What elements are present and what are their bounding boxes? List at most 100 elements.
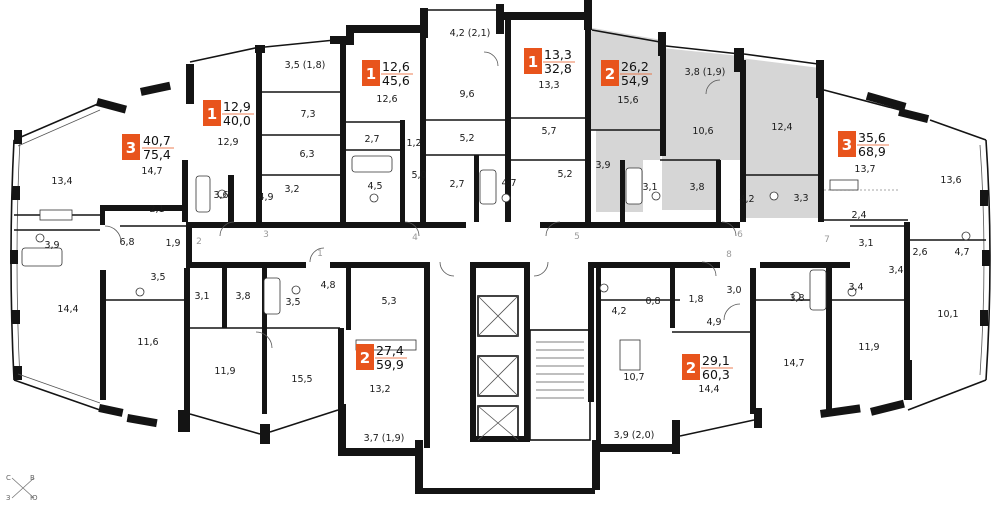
badge-square: [601, 60, 619, 86]
room-area: 3,7 (1,9): [364, 433, 405, 444]
entrance-number: 7: [824, 235, 830, 245]
compass-icon: С В З Ю: [6, 474, 38, 502]
badge-area-living: 26,2: [621, 59, 649, 74]
badge-area-total: 59,9: [376, 357, 404, 372]
room-area: 3,3: [793, 193, 808, 204]
room-area: 3,5: [150, 272, 165, 283]
building-core: [470, 262, 594, 442]
room-area-labels: 13,4 14,7 2,1 6,8 1,9 3,9 14,4 3,5 (1,8)…: [44, 28, 969, 444]
entrance-numbers: 1 2 3 4 5 6 7 8: [196, 230, 830, 260]
apartment-badge-2-rooms-south-east[interactable]: 2 29,1 60,3: [682, 353, 733, 382]
room-area: 3,1: [858, 238, 873, 249]
room-area: 6,8: [119, 237, 134, 248]
apartment-badge-2-rooms-sold[interactable]: 2 26,2 54,9: [601, 59, 652, 88]
apartment-badge-3-rooms-east[interactable]: 3 35,6 68,9: [838, 130, 889, 159]
room-area: 11,6: [137, 337, 158, 348]
room-area: 3,9 (2,0): [614, 430, 655, 441]
badge-square: [362, 60, 380, 86]
badge-square: [682, 354, 700, 380]
entrance-number: 3: [263, 230, 269, 240]
room-area: 7,3: [300, 109, 315, 120]
room-area: 13,3: [538, 80, 559, 91]
room-area: 14,7: [783, 358, 804, 369]
compass-east: В: [30, 474, 35, 482]
room-area: 13,4: [51, 176, 72, 187]
room-area: 2,1: [149, 204, 164, 215]
entrance-number: 5: [574, 232, 580, 242]
room-area: 3,5 (1,8): [285, 60, 326, 71]
badge-square: [356, 344, 374, 370]
apartment-badge-1-room-b[interactable]: 1 12,6 45,6: [362, 59, 413, 88]
badge-area-total: 40,0: [223, 113, 251, 128]
badge-room-count: 2: [686, 359, 696, 377]
badge-area-living: 35,6: [858, 130, 886, 145]
room-area: 14,4: [698, 384, 719, 395]
room-area: 14,4: [57, 304, 78, 315]
room-area: 10,1: [937, 309, 958, 320]
badge-area-living: 40,7: [143, 133, 171, 148]
room-area: 12,9: [217, 137, 238, 148]
room-area: 1,9: [165, 238, 180, 249]
room-area: 3,8: [235, 291, 250, 302]
room-area: 3,1: [642, 182, 657, 193]
room-area: 5,2: [459, 133, 474, 144]
badge-room-count: 1: [366, 65, 376, 83]
room-area: 3,8 (1,9): [685, 67, 726, 78]
apartment-badge-2-rooms-south-west[interactable]: 2 27,4 59,9: [356, 343, 407, 372]
room-area: 0,8: [645, 296, 660, 307]
room-area: 15,6: [617, 95, 638, 106]
badge-area-living: 12,9: [223, 99, 251, 114]
room-area: 5,3: [381, 296, 396, 307]
room-area: 15,5: [291, 374, 312, 385]
room-area: 1,8: [688, 294, 703, 305]
badge-area-living: 29,1: [702, 353, 730, 368]
entrance-number: 6: [737, 230, 743, 240]
badge-square: [838, 131, 856, 157]
room-area: 4,7: [954, 247, 969, 258]
apartment-badge-1-room-a[interactable]: 1 12,9 40,0: [203, 99, 254, 128]
room-area: 5,7: [541, 126, 556, 137]
badge-area-total: 45,6: [382, 73, 410, 88]
room-area: 13,6: [940, 175, 961, 186]
compass-north: С: [6, 474, 11, 482]
apartment-badge-1-room-c[interactable]: 1 13,3 32,8: [524, 47, 575, 76]
room-area: 3,4: [888, 265, 903, 276]
room-area: 3,9: [44, 240, 59, 251]
room-area: 4,9: [706, 317, 721, 328]
room-area: 13,7: [854, 164, 875, 175]
badge-room-count: 1: [528, 53, 538, 71]
badge-room-count: 1: [207, 105, 217, 123]
room-area: 10,6: [692, 126, 713, 137]
room-area: 3,5: [285, 297, 300, 308]
outer-walls: [10, 0, 991, 494]
entrance-number: 2: [196, 237, 202, 247]
badge-area-living: 12,6: [382, 59, 410, 74]
room-area: 3,2: [284, 184, 299, 195]
fixtures: [21, 155, 971, 371]
room-area: 3,8: [789, 293, 804, 304]
badge-area-total: 60,3: [702, 367, 730, 382]
badge-square: [203, 100, 221, 126]
room-area: 4,9: [258, 192, 273, 203]
room-area: 5,0: [411, 170, 426, 181]
badge-area-living: 13,3: [544, 47, 572, 62]
room-area: 2,6: [912, 247, 927, 258]
room-area: 10,7: [623, 372, 644, 383]
room-area: 2,7: [364, 134, 379, 145]
room-area: 3,4: [848, 282, 863, 293]
badge-area-total: 32,8: [544, 61, 572, 76]
entrance-number: 8: [726, 250, 732, 260]
entrance-number: 1: [317, 249, 323, 259]
sold-apartment-shading: [587, 27, 820, 218]
room-area: 12,4: [771, 122, 792, 133]
room-area: 11,9: [214, 366, 235, 377]
apartment-badge-3-rooms-west[interactable]: 3 40,7 75,4: [122, 133, 174, 162]
room-area: 12,6: [376, 94, 397, 105]
badge-area-total: 68,9: [858, 144, 886, 159]
badge-area-living: 27,4: [376, 343, 404, 358]
room-area: 2,4: [851, 210, 866, 221]
compass-south: Ю: [30, 494, 38, 502]
room-area: 4,7: [501, 178, 516, 189]
room-area: 3,6: [213, 190, 228, 201]
